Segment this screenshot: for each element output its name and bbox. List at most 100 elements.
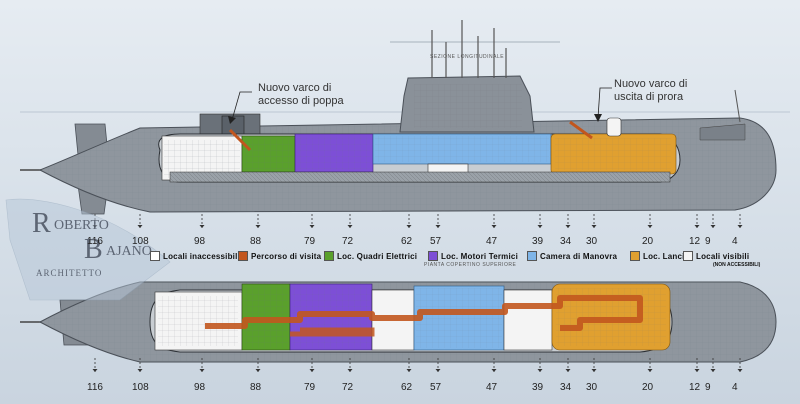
legend-swatch-electrical: [324, 251, 334, 261]
frame-number: 12: [689, 236, 701, 247]
frame-number: 62: [401, 236, 413, 247]
frame-arrow: [255, 369, 261, 372]
stern-callout-leader: [231, 91, 252, 121]
frame-number: 9: [705, 382, 711, 393]
frame-number: 98: [194, 382, 206, 393]
legend-item-visible: Locali visibili: [683, 250, 749, 262]
frame-arrow: [491, 369, 497, 372]
legend-item-launch: Loc. Lancio: [630, 250, 690, 262]
frame-number: 30: [586, 236, 598, 247]
frame-arrow: [255, 225, 261, 228]
frame-arrow: [647, 369, 653, 372]
visit-route-path: [205, 295, 643, 331]
frame-number: 57: [430, 382, 442, 393]
frame-arrow: [591, 225, 597, 228]
frame-arrow: [406, 369, 412, 372]
frame-number: 20: [642, 382, 654, 393]
legend-label-launch: Loc. Lancio: [643, 251, 690, 261]
bow-exit-callout: Nuovo varco di uscita di prora: [614, 78, 688, 103]
frame-number: 116: [87, 382, 103, 393]
upper-frame-ticks: [92, 214, 743, 228]
frame-number: 39: [532, 236, 544, 247]
legend-item-inaccessible: Locali inaccessibili: [150, 250, 240, 262]
legend-swatch-visible: [683, 251, 693, 261]
section-label-longitudinal: SEZIONE LONGITUDINALE: [430, 54, 505, 60]
legend-item-engines: Loc. Motori Termici: [428, 250, 518, 262]
legend-swatch-engines: [428, 251, 438, 261]
frame-number: 116: [87, 236, 103, 247]
frame-number: 30: [586, 382, 598, 393]
frame-arrow: [309, 369, 315, 372]
frame-number: 88: [250, 236, 262, 247]
frame-arrow: [737, 225, 743, 228]
frame-number: 12: [689, 382, 701, 393]
frame-number: 72: [342, 236, 354, 247]
logo-text-architetto: ARCHITETTO: [36, 268, 103, 278]
frame-arrow: [694, 369, 700, 372]
frame-number: 34: [560, 382, 572, 393]
frame-arrow: [347, 369, 353, 372]
frame-arrow: [347, 225, 353, 228]
frame-arrow: [694, 225, 700, 228]
logo-text-ajano: AJANO: [106, 244, 152, 259]
frame-number: 79: [304, 236, 316, 247]
frame-number: 108: [132, 236, 149, 247]
frame-arrow: [435, 369, 441, 372]
bow-exit-hatch: [606, 117, 622, 137]
legend-label-control: Camera di Manovra: [540, 251, 618, 261]
logo-text-oberto: OBERTO: [54, 218, 109, 233]
frame-number: 4: [732, 382, 738, 393]
frame-arrow: [199, 225, 205, 228]
logo-letter-b: B: [84, 234, 103, 265]
frame-arrow: [537, 225, 543, 228]
frame-number: 39: [532, 382, 544, 393]
legend-swatch-route: [238, 251, 248, 261]
legend-swatch-inaccessible: [150, 251, 160, 261]
frame-arrow: [309, 225, 315, 228]
upper-masts: [431, 20, 507, 78]
frame-arrow: [710, 225, 716, 228]
frame-number: 62: [401, 382, 413, 393]
frame-number: 34: [560, 236, 572, 247]
frame-number: 72: [342, 382, 354, 393]
lower-frame-ticks: [92, 358, 743, 372]
frame-number: 88: [250, 382, 262, 393]
legend-swatch-control: [527, 251, 537, 261]
frame-arrow: [199, 369, 205, 372]
frame-number: 47: [486, 236, 498, 247]
legend-label-electrical: Loc. Quadri Elettrici: [337, 251, 418, 261]
frame-arrow: [491, 225, 497, 228]
frame-arrow: [565, 225, 571, 228]
logo-swoosh: [5, 198, 171, 301]
legend-label-inaccessible: Locali inaccessibili: [163, 251, 240, 261]
frame-arrow: [406, 225, 412, 228]
frame-number: 4: [732, 236, 738, 247]
lower-zone-fwd-white: [503, 289, 553, 351]
frame-number: 47: [486, 382, 498, 393]
frame-number: 57: [430, 236, 442, 247]
frame-arrow: [137, 225, 143, 228]
frame-arrow: [565, 369, 571, 372]
frame-arrow: [92, 369, 98, 372]
frame-arrow: [591, 369, 597, 372]
frame-arrow: [435, 225, 441, 228]
legend-label-route: Percorso di visita: [251, 251, 322, 261]
frame-number: 9: [705, 236, 711, 247]
frame-number: 20: [642, 236, 654, 247]
section-label-upper-plan: PIANTA COPERTINO SUPERIORE: [424, 262, 517, 268]
logo-letter-r: R: [32, 208, 51, 239]
legend-item-control: Camera di Manovra: [527, 250, 617, 262]
legend-item-electrical: Loc. Quadri Elettrici: [324, 250, 417, 262]
stern-access-callout: Nuovo varco di accesso di poppa: [258, 82, 344, 107]
legend-item-route: Percorso di visita: [238, 250, 321, 262]
frame-arrow: [137, 369, 143, 372]
legend-label-engines: Loc. Motori Termici: [441, 251, 518, 261]
frame-arrow: [737, 369, 743, 372]
legend-sublabel-visible: (NON ACCESSIBILI): [713, 262, 761, 268]
legend-swatch-launch: [630, 251, 640, 261]
frame-arrow: [710, 369, 716, 372]
bow-callout-leader: [597, 87, 612, 119]
legend-label-visible: Locali visibili: [696, 251, 750, 261]
